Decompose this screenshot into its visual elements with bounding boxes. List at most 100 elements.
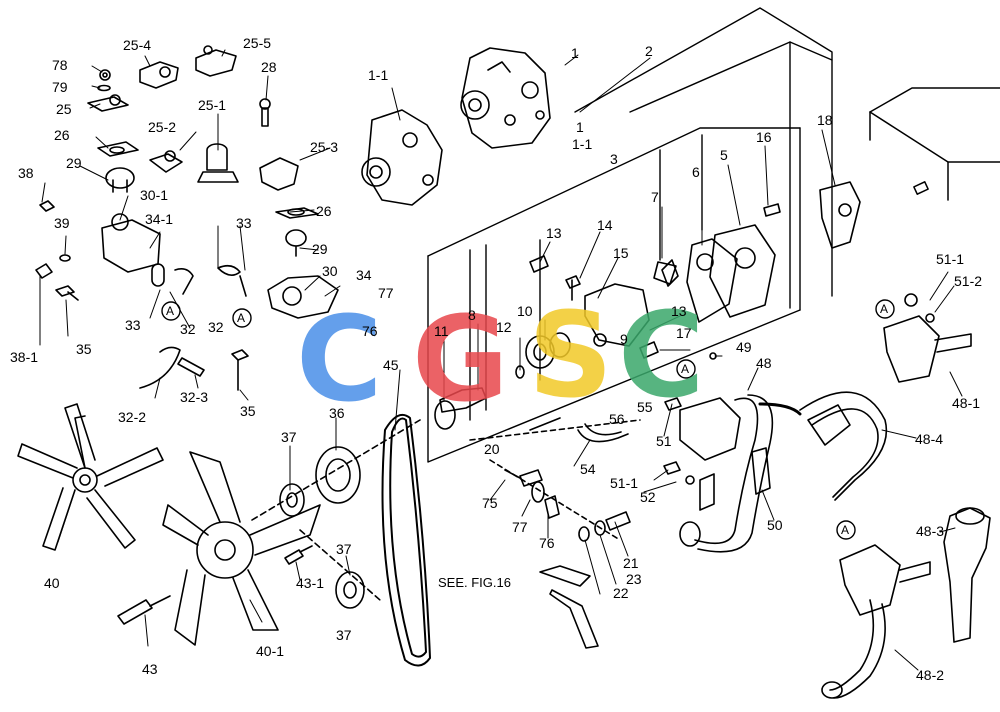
part-label: 20	[484, 441, 500, 457]
part-label: 14	[597, 217, 613, 233]
part-label: 45	[383, 357, 399, 373]
part-label: 25	[56, 101, 72, 117]
part-label: 32-3	[180, 389, 209, 405]
watermark-letter: G	[412, 290, 509, 428]
part-label: 38-1	[10, 349, 39, 365]
part-label: 38	[18, 165, 34, 181]
part-label: 1-1	[572, 136, 593, 152]
part-label: 3	[610, 151, 618, 167]
part-label: 25-5	[243, 35, 272, 51]
water-pump-1-1	[361, 109, 443, 206]
part-label: 34	[356, 267, 372, 283]
part-label: 26	[316, 203, 332, 219]
part-label: 43	[142, 661, 158, 677]
part-label: 11	[434, 323, 449, 339]
part-label: A	[880, 302, 889, 316]
part-label: 17	[676, 325, 692, 341]
part-label: 77	[378, 285, 394, 301]
fan-40-1	[162, 451, 321, 646]
fan-40	[17, 403, 164, 551]
part-label: 51-1	[610, 475, 639, 491]
part-label: 28	[261, 59, 277, 75]
part-label: 77	[512, 519, 528, 535]
part-label: 6	[692, 164, 700, 180]
part-label: 76	[539, 535, 555, 551]
part-label: 30	[322, 263, 338, 279]
part-label: 36	[329, 405, 345, 421]
part-label: 1	[571, 45, 579, 61]
fan-bolts	[117, 419, 421, 625]
radiator-outline	[869, 87, 1000, 201]
watermark-letter: S	[528, 286, 613, 424]
part-label: 51	[656, 433, 672, 449]
part-label: 48	[756, 355, 772, 371]
part-label: 1-1	[368, 67, 389, 83]
pulleys	[279, 387, 487, 609]
part-label: 9	[620, 331, 628, 347]
water-pipes	[679, 315, 991, 699]
watermark-letter: C	[296, 290, 383, 428]
part-label: 51-2	[954, 273, 983, 289]
part-label: 29	[312, 241, 328, 257]
leader-lines	[39, 49, 963, 671]
part-label: 43-1	[296, 575, 325, 591]
part-label: 12	[496, 319, 512, 335]
part-label: 32-2	[118, 409, 147, 425]
part-label: 10	[517, 303, 533, 319]
part-label: 30-1	[140, 187, 169, 203]
part-label: 32	[208, 319, 224, 335]
part-label: 8	[468, 307, 476, 323]
part-label: 18	[817, 112, 833, 128]
fan-belt	[381, 414, 431, 667]
part-label: 75	[482, 495, 498, 511]
bolts-left	[35, 200, 249, 391]
thermostat-housings	[87, 45, 339, 319]
part-label: A	[841, 523, 850, 537]
part-label: 37	[336, 627, 352, 643]
part-label: 48-4	[915, 431, 944, 447]
part-label: 79	[52, 79, 68, 95]
reference-circles	[161, 299, 895, 540]
part-label: 56	[609, 411, 625, 427]
part-label: 39	[54, 215, 70, 231]
part-label: 26	[54, 127, 70, 143]
part-label: 40	[44, 575, 60, 591]
part-label: 55	[637, 399, 653, 415]
part-label: A	[237, 311, 246, 325]
part-label: 35	[240, 403, 256, 419]
part-label: 48-1	[952, 395, 981, 411]
part-label: 23	[626, 571, 642, 587]
fittings-lower	[469, 293, 935, 649]
part-label: 25-3	[310, 139, 339, 155]
part-label: 48-2	[916, 667, 945, 683]
pump-internals	[515, 181, 861, 379]
part-label: 52	[640, 489, 656, 505]
part-label: 13	[671, 303, 687, 319]
part-label: 54	[580, 461, 596, 477]
part-label: 35	[76, 341, 92, 357]
part-label: 37	[281, 429, 297, 445]
part-label: 76	[362, 323, 378, 339]
part-label: 29	[66, 155, 82, 171]
part-label: 21	[623, 555, 639, 571]
part-label: 32	[180, 321, 196, 337]
part-label: 2	[645, 43, 653, 59]
reference-note: SEE. FIG.16	[438, 575, 511, 590]
part-label: 7	[651, 189, 659, 205]
part-label: 51-1	[936, 251, 965, 267]
part-label: 25-1	[198, 97, 227, 113]
water-pump-1	[460, 47, 551, 149]
part-label: 50	[767, 517, 783, 533]
part-label: 78	[52, 57, 68, 73]
part-label: 5	[720, 147, 728, 163]
part-label: 25-2	[148, 119, 177, 135]
part-label: 48-3	[916, 523, 945, 539]
part-label: 16	[756, 129, 772, 145]
watermark-letter: C	[618, 286, 705, 424]
part-label: 1	[576, 119, 584, 135]
part-label: 49	[736, 339, 752, 355]
part-label: A	[166, 304, 175, 318]
part-label: 15	[613, 245, 629, 261]
